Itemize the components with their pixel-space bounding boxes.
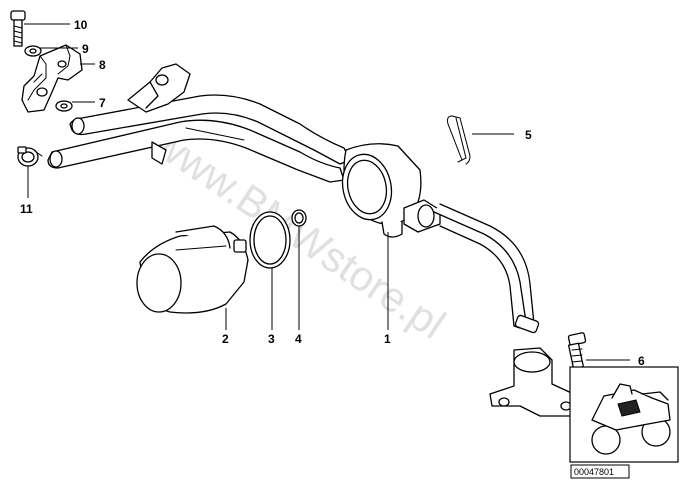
clip-part-5[interactable] bbox=[447, 115, 471, 165]
callout-2: 2 bbox=[222, 332, 229, 346]
hose-bracket[interactable] bbox=[127, 63, 191, 165]
washer-part-7[interactable] bbox=[55, 100, 73, 112]
motorcycle-thumbnail bbox=[569, 366, 679, 463]
callout-9: 9 bbox=[82, 42, 89, 56]
bracket-part-8[interactable] bbox=[21, 44, 83, 113]
screw-part-6[interactable] bbox=[567, 332, 587, 370]
callout-3: 3 bbox=[268, 332, 275, 346]
callout-1: 1 bbox=[384, 332, 391, 346]
document-number: 00047801 bbox=[570, 464, 630, 479]
clamp-part-11[interactable] bbox=[17, 146, 43, 167]
oil-hoses[interactable] bbox=[47, 94, 351, 183]
callout-8: 8 bbox=[99, 58, 106, 72]
callout-5: 5 bbox=[525, 128, 532, 142]
washer-part-9[interactable] bbox=[24, 45, 42, 57]
document-number-text: 00047801 bbox=[574, 467, 614, 477]
callout-4: 4 bbox=[295, 332, 302, 346]
o-ring-part-4[interactable] bbox=[291, 209, 307, 227]
oil-pipe-part-1[interactable] bbox=[337, 143, 579, 417]
callout-10: 10 bbox=[74, 18, 88, 32]
bolt-part-10[interactable] bbox=[10, 10, 26, 47]
filter-part-2[interactable] bbox=[136, 225, 249, 314]
callout-11: 11 bbox=[20, 202, 33, 216]
callout-6: 6 bbox=[638, 354, 645, 368]
o-ring-part-3[interactable] bbox=[249, 211, 291, 269]
callout-7: 7 bbox=[99, 96, 106, 110]
